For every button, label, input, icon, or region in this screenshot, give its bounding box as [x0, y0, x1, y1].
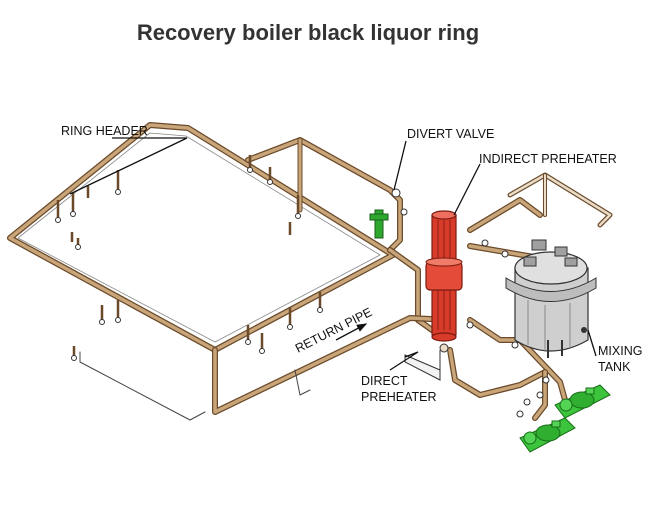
- burner-nozzles: [55, 167, 323, 361]
- burner-droplines: [56, 155, 322, 356]
- pump-line-valves: [466, 239, 550, 418]
- mixing-tank-vessel: [505, 239, 597, 358]
- divert-valve-label: DIVERT VALVE: [407, 127, 495, 141]
- direct-preheater-label-line1: DIRECT: [361, 374, 408, 388]
- indirect-preheater-vessel: [425, 210, 463, 353]
- return-pipe: [79, 315, 453, 421]
- divert-valve-icon: [369, 188, 408, 239]
- mixing-tank-label-line1: MIXING: [598, 344, 643, 358]
- direct-preheater-label-line2: PREHEATER: [361, 390, 437, 404]
- ring-header-label: RING HEADER: [61, 124, 148, 138]
- ring-header-pipe: [7, 122, 396, 353]
- return-pipe-label: RETURN PIPE: [293, 305, 374, 356]
- mixing-tank-label-line2: TANK: [598, 360, 631, 374]
- return-pipe-arrow: [335, 323, 368, 341]
- diagram-title: Recovery boiler black liquor ring: [136, 20, 480, 45]
- pump-upper-icon: [554, 384, 611, 419]
- indirect-preheater-label: INDIRECT PREHEATER: [479, 152, 617, 166]
- supply-piping: [245, 137, 568, 421]
- tank-overhead-pipe: [507, 172, 613, 228]
- label-leader-lines: [69, 137, 597, 371]
- pump-lower-icon: [519, 417, 576, 453]
